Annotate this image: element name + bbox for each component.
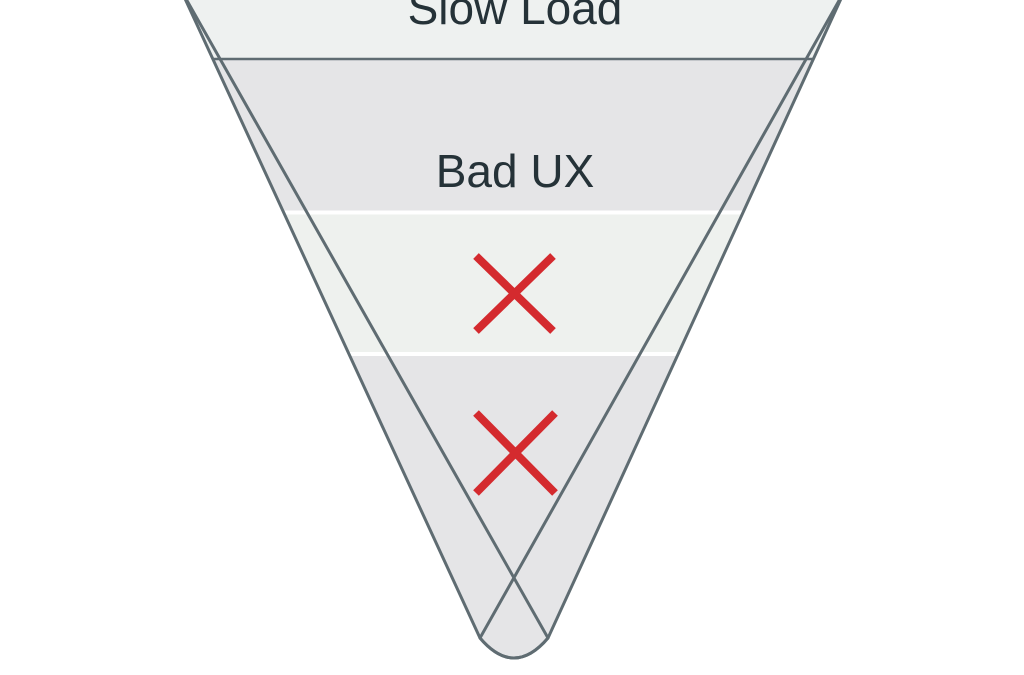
stage-label-bad-ux: Bad UX <box>436 145 595 197</box>
stage-band-1 <box>181 0 845 59</box>
stage-band-3 <box>181 212 845 354</box>
stage-band-4 <box>181 354 845 658</box>
stage-label-slow-load: Slow Load <box>408 0 623 34</box>
cross-icon <box>473 410 558 496</box>
funnel-outline-left <box>183 0 843 660</box>
cross-icon <box>473 253 556 334</box>
